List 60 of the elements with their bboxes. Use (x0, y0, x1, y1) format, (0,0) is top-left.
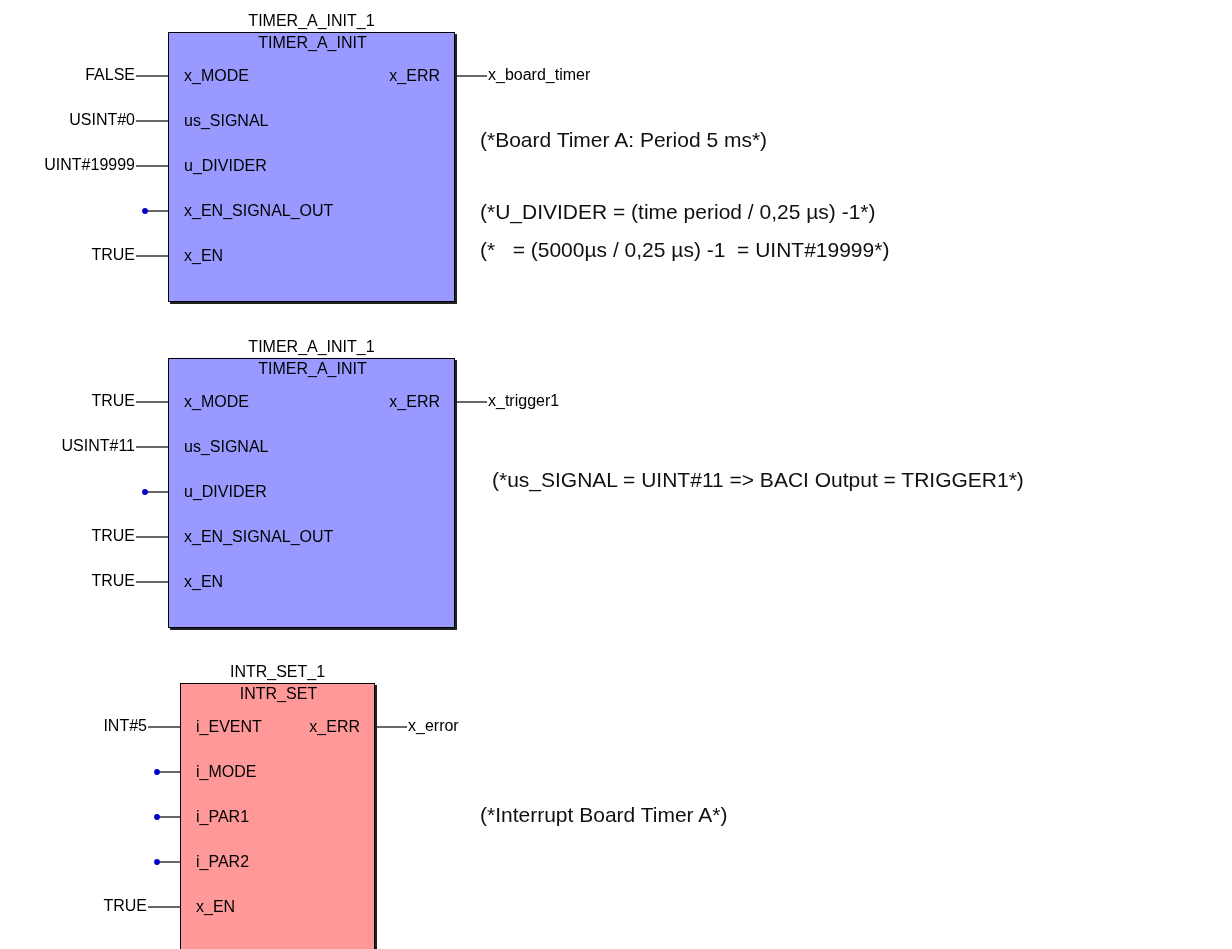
input-value: USINT#0 (69, 111, 135, 129)
block-type-name: TIMER_A_INIT (258, 360, 367, 378)
connection-line (135, 536, 169, 538)
connection-line (135, 120, 169, 122)
input-value: TRUE (91, 246, 135, 264)
input-pin-label: x_EN_SIGNAL_OUT (184, 202, 334, 220)
output-pin-label: x_ERR (389, 393, 440, 411)
input-pin-label: i_PAR2 (196, 853, 250, 871)
input-pin-label: x_EN (184, 573, 224, 591)
input-pin-label: u_DIVIDER (184, 483, 267, 501)
comment: (*us_SIGNAL = UINT#11 => BACI Output = TRIGGER1*) (492, 468, 1024, 492)
input-value: USINT#11 (61, 437, 135, 455)
instance-name: INTR_SET_1 (229, 663, 326, 681)
input-pin-label: x_EN (196, 898, 236, 916)
input-pin-label: i_PAR1 (196, 808, 250, 826)
input-pin-label: us_SIGNAL (184, 112, 269, 130)
connection-line (142, 489, 169, 495)
connection-line (147, 906, 181, 908)
block-type-name: TIMER_A_INIT (258, 34, 367, 52)
comment: (*U_DIVIDER = (time period / 0,25 µs) -1*) (480, 200, 876, 224)
output-pin-label: x_ERR (309, 718, 360, 736)
comment: (*Board Timer A: Period 5 ms*) (480, 128, 768, 152)
input-value: TRUE (91, 527, 135, 545)
connection-line (135, 165, 169, 167)
input-pin-label: i_EVENT (196, 718, 262, 736)
input-value: TRUE (103, 897, 147, 915)
input-value: FALSE (85, 66, 135, 84)
instance-name: TIMER_A_INIT_1 (248, 12, 375, 30)
input-value: UINT#19999 (44, 156, 135, 174)
input-value: TRUE (91, 572, 135, 590)
connection-line (142, 208, 169, 214)
connection-line (454, 75, 488, 77)
block-type-name: INTR_SET (239, 685, 318, 703)
connection-line (135, 581, 169, 583)
input-pin-label: us_SIGNAL (184, 438, 269, 456)
connection-line (135, 446, 169, 448)
input-value: INT#5 (103, 717, 147, 735)
comment: (* = (5000µs / 0,25 µs) -1 = UINT#19999*) (480, 238, 890, 262)
input-pin-label: x_EN (184, 247, 224, 265)
input-pin-label: x_MODE (184, 393, 249, 411)
connection-line (135, 255, 169, 257)
input-pin-label: x_MODE (184, 67, 249, 85)
comment: (*Interrupt Board Timer A*) (480, 803, 728, 827)
output-variable: x_trigger1 (488, 392, 560, 410)
connection-line (154, 814, 181, 820)
connection-line (147, 726, 181, 728)
instance-name: TIMER_A_INIT_1 (248, 338, 375, 356)
input-pin-label: i_MODE (196, 763, 257, 781)
connection-line (135, 401, 169, 403)
connection-line (154, 859, 181, 865)
connection-line (154, 769, 181, 775)
output-pin-label: x_ERR (389, 67, 440, 85)
output-variable: x_error (408, 717, 459, 735)
connection-line (454, 401, 488, 403)
output-variable: x_board_timer (488, 66, 591, 84)
connection-line (374, 726, 408, 728)
input-value: TRUE (91, 392, 135, 410)
connection-line (135, 75, 169, 77)
input-pin-label: x_EN_SIGNAL_OUT (184, 528, 334, 546)
input-pin-label: u_DIVIDER (184, 157, 267, 175)
